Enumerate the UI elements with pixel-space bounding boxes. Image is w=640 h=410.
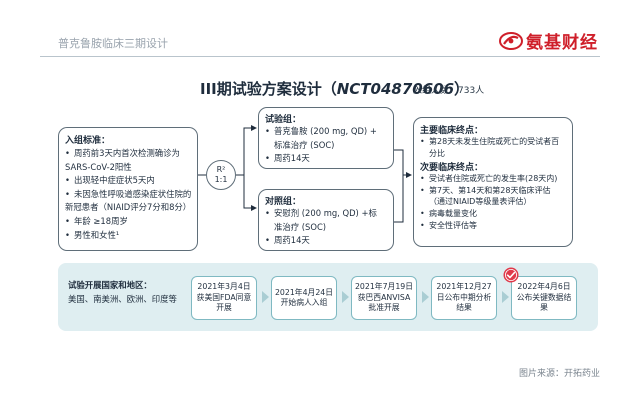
- inclusion-item: 周药前3天内首次检测确诊为: [65, 147, 191, 161]
- chevron-right-icon: [262, 291, 269, 303]
- header-title: 普克鲁胺临床三期设计: [58, 37, 168, 50]
- control-arm-item: 安慰剂 (200 mg, QD) +标: [265, 207, 387, 221]
- enrollment-count: 入组人数：733人: [413, 86, 485, 96]
- inclusion-item: SARS-CoV-2阳性: [65, 161, 132, 172]
- trial-code: NCT04870606: [336, 80, 455, 98]
- inclusion-item: 新冠患者（NIAID评分7分和8分）: [65, 202, 192, 213]
- treatment-arm-box: 试验组： 普克鲁胺 (200 mg, QD) + 标准治疗 (SOC) 周药14…: [258, 107, 394, 169]
- primary-endpoint-item: 第28天未发生住院或死亡的受试者百分比: [420, 136, 566, 159]
- milestone-card: 2021年12月27日公布中期分析结果: [431, 276, 497, 320]
- control-arm-item: 周药14天: [265, 234, 387, 248]
- inclusion-list: 周药前3天内首次检测确诊为 SARS-CoV-2阳性 出现轻中症症状5天内 未因…: [65, 147, 191, 242]
- milestone-card-final: 2022年4月6日公布关键数据结果: [511, 276, 577, 320]
- treatment-arm-item: 普克鲁胺 (200 mg, QD) +: [265, 125, 387, 139]
- secondary-endpoint-heading: 次要临床终点：: [420, 163, 484, 174]
- logo-mark-icon: [499, 31, 523, 50]
- control-arm-item: 准治疗 (SOC): [274, 221, 327, 232]
- trial-title: III期试验方案设计（NCT04870606）: [200, 78, 469, 99]
- control-arm-box: 对照组： 安慰剂 (200 mg, QD) +标 准治疗 (SOC) 周药14天: [258, 189, 394, 251]
- inclusion-item: 未因急性呼吸道感染症状住院的: [65, 188, 191, 202]
- control-arm-heading: 对照组：: [265, 197, 302, 207]
- inclusion-criteria-box: 入组标准： 周药前3天内首次检测确诊为 SARS-CoV-2阳性 出现轻中症症状…: [58, 127, 198, 251]
- chevron-right-icon: [342, 291, 349, 303]
- inclusion-item: 男性和女性¹: [65, 229, 191, 243]
- secondary-endpoint-item: 病毒载量变化: [420, 208, 566, 220]
- primary-endpoint-list: 第28天未发生住院或死亡的受试者百分比: [420, 136, 566, 159]
- timeline-regions: 试验开展国家和地区： 美国、南美洲、欧洲、印度等: [68, 278, 188, 306]
- trial-title-suffix: ）: [454, 80, 470, 98]
- treatment-arm-item: 标准治疗 (SOC): [274, 139, 335, 150]
- secondary-endpoint-item: 安全性评估等: [420, 220, 566, 232]
- brand-logo: 氨基财经: [499, 28, 598, 53]
- randomization-node: R² 1:1: [206, 160, 236, 190]
- rand-to-treatment-arrow: [236, 125, 257, 176]
- treatment-arm-list: 普克鲁胺 (200 mg, QD) + 标准治疗 (SOC) 周药14天: [265, 125, 387, 166]
- milestone-card: 2021年3月4日获美国FDA同意开展: [191, 276, 257, 320]
- inclusion-item: 年龄 ≥18周岁: [65, 215, 191, 229]
- milestone-card: 2021年4月24日开始病人入组: [271, 276, 337, 320]
- secondary-endpoint-item: 受试者住院或死亡的发生率(28天内): [420, 173, 566, 185]
- randomization-label: R²: [216, 165, 226, 174]
- logo-text: 氨基财经: [526, 33, 598, 53]
- trial-title-prefix: III期试验方案设计（: [200, 80, 337, 98]
- treatment-arm-heading: 试验组：: [265, 115, 302, 125]
- inclusion-item: 出现轻中症症状5天内: [65, 174, 191, 188]
- milestone-card: 2021年7月19日获巴西ANVISA批准开展: [351, 276, 417, 320]
- control-to-endpoint-line: [394, 175, 404, 223]
- rand-to-control-arrow: [243, 175, 257, 211]
- chevron-right-icon: [502, 291, 509, 303]
- timeline-regions-heading: 试验开展国家和地区：: [68, 280, 152, 290]
- timeline-regions-body: 美国、南美洲、欧洲、印度等: [68, 294, 177, 304]
- secondary-endpoint-list: 受试者住院或死亡的发生率(28天内) 第7天、第14天和第28天临床评估（通过N…: [420, 173, 566, 231]
- inclusion-heading: 入组标准：: [65, 136, 111, 146]
- secondary-endpoint-item: 第7天、第14天和第28天临床评估（通过NIAID等级量表评估）: [420, 185, 566, 208]
- endpoints-box: 主要临床终点： 第28天未发生住院或死亡的受试者百分比 次要临床终点： 受试者住…: [413, 117, 573, 247]
- primary-endpoint-heading: 主要临床终点：: [420, 126, 484, 136]
- header-divider: [40, 56, 600, 57]
- chevron-right-icon: [422, 291, 429, 303]
- image-source: 图片来源：开拓药业: [518, 369, 600, 379]
- randomization-ratio: 1:1: [214, 175, 228, 184]
- check-circle-icon: [503, 267, 519, 283]
- treatment-arm-item: 周药14天: [265, 152, 387, 166]
- control-arm-list: 安慰剂 (200 mg, QD) +标 准治疗 (SOC) 周药14天: [265, 207, 387, 248]
- treatment-to-endpoint-arrow: [394, 149, 412, 178]
